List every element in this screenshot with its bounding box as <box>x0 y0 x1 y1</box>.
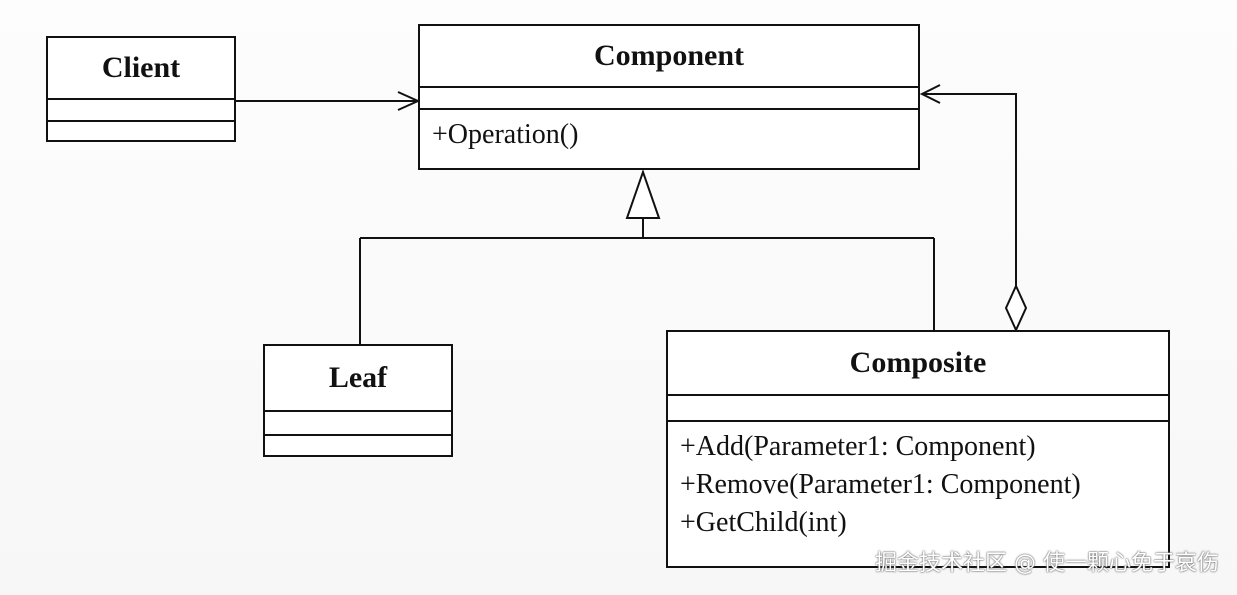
attributes-compartment <box>265 412 451 436</box>
class-name: Leaf <box>265 346 451 412</box>
operations-compartment: +Add(Parameter1: Component) +Remove(Para… <box>668 422 1168 566</box>
operation: +Operation() <box>432 119 579 150</box>
aggregation-composite-component <box>919 84 1028 333</box>
class-name: Composite <box>668 332 1168 396</box>
generalization-tree <box>359 168 935 344</box>
class-client: Client <box>46 36 236 142</box>
class-component: Component +Operation() <box>418 24 920 170</box>
operation: +Remove(Parameter1: Component) <box>680 469 1081 500</box>
class-composite: Composite +Add(Parameter1: Component) +R… <box>666 330 1170 568</box>
attributes-compartment <box>48 100 234 122</box>
attributes-compartment <box>668 396 1168 422</box>
attributes-compartment <box>420 88 918 110</box>
aggregation-diamond <box>1004 283 1028 333</box>
operations-compartment: +Operation() <box>420 110 918 168</box>
class-leaf: Leaf <box>263 344 453 457</box>
inheritance-triangle <box>625 168 661 219</box>
association-client-component <box>236 91 421 111</box>
class-name: Component <box>420 26 918 88</box>
operations-compartment <box>265 436 451 455</box>
class-name: Client <box>48 38 234 100</box>
open-arrowhead <box>919 84 941 104</box>
operation: +GetChild(int) <box>680 507 847 538</box>
operation: +Add(Parameter1: Component) <box>680 431 1036 462</box>
watermark: 掘金技术社区 @ 使一颗心免于哀伤 <box>875 551 1219 576</box>
operations-compartment <box>48 122 234 140</box>
